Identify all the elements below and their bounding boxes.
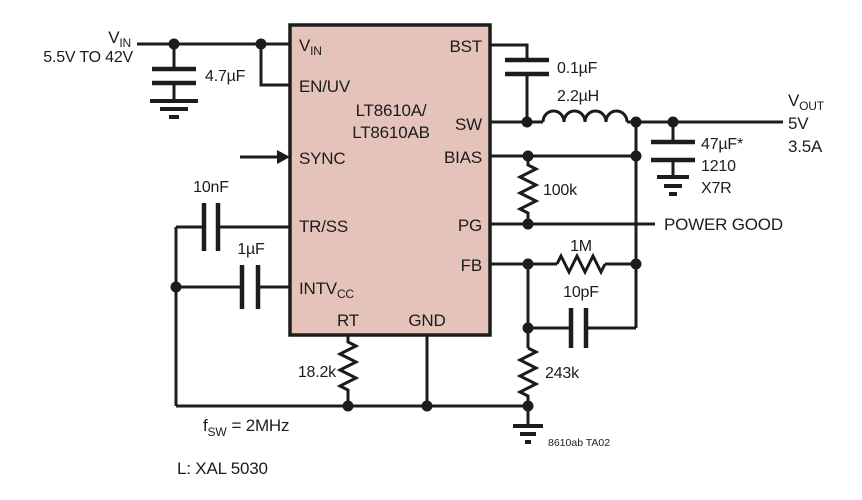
vout-label: VOUT — [788, 91, 825, 113]
input-cap-label: 4.7µF — [205, 68, 246, 85]
pin-label-sw: SW — [455, 115, 482, 134]
enuv-wire — [259, 44, 290, 87]
wires — [137, 42, 783, 444]
vin-range-label: 5.5V TO 42V — [43, 49, 133, 66]
switching-frequency-label: fSW= 2MHz — [203, 416, 289, 439]
pin-label-bst: BST — [450, 37, 482, 56]
figure-tag-label: 8610ab TA02 — [548, 437, 610, 449]
pin-label-rt: RT — [337, 311, 359, 330]
bst-cap-label: 0.1µF — [557, 60, 598, 77]
ic-body — [288, 23, 492, 337]
output-cap-size-label: 1210 — [701, 158, 736, 175]
rt-resistor — [336, 335, 360, 406]
pin-label-fb: FB — [461, 256, 482, 275]
junction-dot — [522, 258, 534, 270]
ic-part-number-line1: LT8610A/ — [356, 101, 427, 120]
fb-cap-label: 10pF — [563, 284, 599, 301]
vout-current-label: 3.5A — [788, 137, 823, 156]
vout-voltage-label: 5V — [788, 114, 809, 133]
bias-resistor-label: 100k — [543, 182, 578, 199]
junction-dot — [421, 400, 433, 412]
junction-dot — [630, 258, 642, 270]
bst-wire — [490, 43, 529, 58]
fb-resistor-bottom — [516, 346, 540, 406]
fb-resistor-top-label: 1M — [570, 238, 592, 255]
output-cap-dielectric-label: X7R — [701, 180, 732, 197]
ground-symbol-bottom — [513, 424, 543, 444]
fb-resistor-bottom-label: 243k — [545, 365, 580, 382]
junction-dot — [522, 322, 534, 334]
annotation-labels: VOUT 5V 3.5A POWER GOOD fSW= 2MHz L: XAL… — [177, 91, 825, 478]
ic-pin-labels: VIN EN/UV SYNC TR/SS INTVCC RT GND BST S… — [299, 36, 482, 330]
junction-dot — [522, 400, 534, 412]
vin-label: VIN — [108, 28, 131, 50]
pin-label-trss: TR/SS — [299, 217, 348, 236]
junction-dot — [522, 218, 534, 230]
rt-resistor-label: 18.2k — [298, 364, 337, 381]
junction-dot — [667, 116, 679, 128]
power-good-label: POWER GOOD — [664, 215, 783, 234]
ground-symbol-input — [150, 99, 198, 119]
pin-label-sync: SYNC — [299, 149, 345, 168]
junction-dot — [168, 38, 180, 50]
pin-label-intvcc: INTVCC — [299, 279, 354, 301]
fb-resistor-top — [555, 252, 607, 276]
component-labels: VIN 5.5V TO 42V 4.7µF 10nF 1µF 18.2k 0.1… — [43, 28, 743, 382]
pin-label-bias: BIAS — [444, 148, 482, 167]
pin-label-enuv: EN/UV — [299, 77, 351, 96]
ic-part-number-line2: LT8610AB — [352, 123, 429, 142]
sync-arrow-icon — [277, 150, 290, 164]
junction-dot — [630, 150, 642, 162]
intvcc-cap-label: 1µF — [237, 241, 265, 258]
pin-label-vin: VIN — [299, 36, 322, 58]
pin-label-gnd: GND — [408, 311, 445, 330]
junction-dot — [255, 38, 267, 50]
inductor-coil — [541, 109, 629, 123]
junction-dots — [168, 38, 679, 412]
junction-dot — [521, 116, 533, 128]
inductor-label: 2.2µH — [557, 88, 599, 105]
output-cap-value-label: 47µF* — [701, 136, 743, 153]
pin-label-pg: PG — [458, 216, 482, 235]
junction-dot — [522, 150, 534, 162]
ground-symbol-output — [657, 175, 689, 196]
junction-dot — [170, 281, 182, 293]
junction-dot — [342, 400, 354, 412]
junction-dot — [630, 116, 642, 128]
inductor-note-label: L: XAL 5030 — [177, 459, 268, 478]
trss-cap-label: 10nF — [193, 179, 229, 196]
bias-resistor — [516, 156, 540, 224]
